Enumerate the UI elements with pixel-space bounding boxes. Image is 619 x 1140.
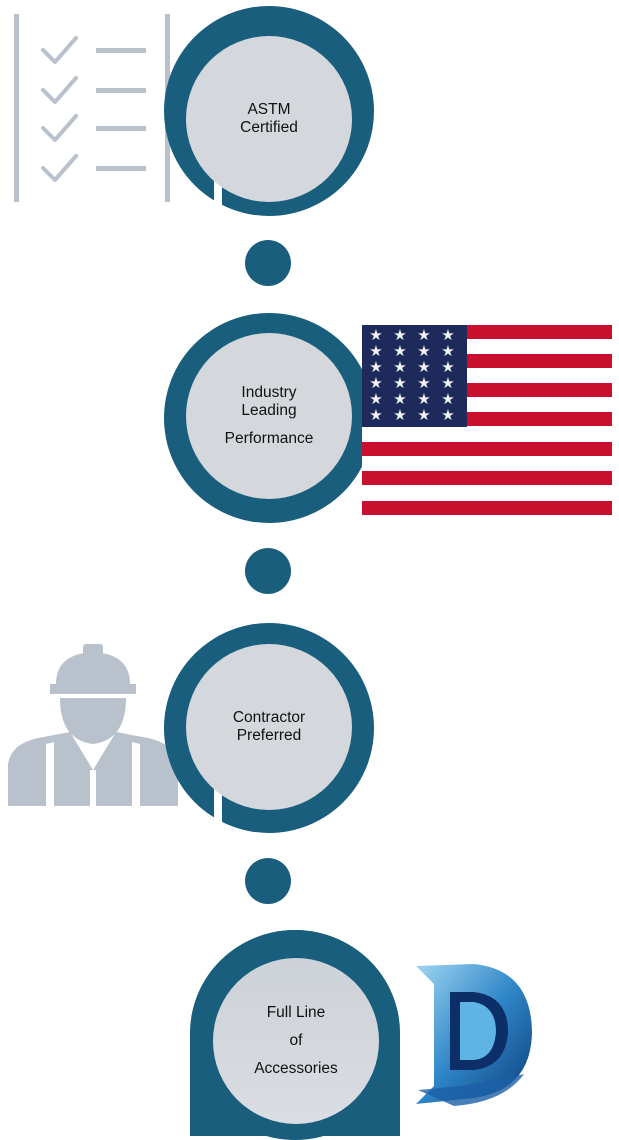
svg-text:★: ★: [417, 406, 430, 424]
svg-text:★: ★: [441, 406, 454, 424]
svg-text:★: ★: [369, 342, 382, 360]
svg-text:★: ★: [393, 374, 406, 392]
checklist-icon: [14, 14, 170, 202]
connector-dot-2: [245, 548, 291, 594]
step-3-line-1: Contractor: [232, 709, 306, 726]
svg-text:★: ★: [441, 374, 454, 392]
svg-text:★: ★: [393, 342, 406, 360]
svg-text:★: ★: [369, 374, 382, 392]
svg-text:★: ★: [369, 406, 382, 424]
svg-text:★: ★: [393, 358, 406, 376]
step-label-performance: Industry Leading Performance: [186, 333, 352, 499]
svg-text:★: ★: [417, 358, 430, 376]
svg-text:★: ★: [417, 390, 430, 408]
svg-text:★: ★: [369, 326, 382, 344]
svg-text:★: ★: [417, 374, 430, 392]
svg-text:★: ★: [417, 326, 430, 344]
step-4-line-1: Full Line: [266, 1004, 326, 1021]
svg-text:★: ★: [417, 342, 430, 360]
contractor-icon: [8, 644, 178, 806]
step-label-accessories: Full Line of Accessories: [213, 958, 379, 1124]
step-2-line-1: Industry: [241, 384, 297, 401]
us-flag-image: ★★★★ ★★★★ ★★★★ ★★★★ ★★★★ ★★★★: [362, 325, 612, 515]
svg-text:★: ★: [441, 390, 454, 408]
step-2-line-3: Performance: [224, 430, 314, 447]
svg-text:★: ★: [441, 358, 454, 376]
connector-dot-3: [245, 858, 291, 904]
svg-text:★: ★: [369, 358, 382, 376]
svg-text:★: ★: [393, 326, 406, 344]
svg-text:★: ★: [393, 406, 406, 424]
svg-text:★: ★: [441, 342, 454, 360]
connector-dot-1: [245, 240, 291, 286]
svg-text:★: ★: [441, 326, 454, 344]
d-logo-icon: [416, 964, 532, 1106]
step-4-line-3: Accessories: [254, 1060, 338, 1077]
step-2-line-2: Leading: [241, 402, 297, 419]
svg-text:★: ★: [393, 390, 406, 408]
step-4-line-2: of: [289, 1032, 303, 1049]
step-label-astm: ASTM Certified: [186, 36, 352, 202]
step-1-line-1: ASTM: [247, 101, 291, 118]
step-3-line-2: Preferred: [236, 727, 302, 744]
step-1-line-2: Certified: [240, 119, 298, 136]
step-label-contractor: Contractor Preferred: [186, 644, 352, 810]
svg-text:★: ★: [369, 390, 382, 408]
